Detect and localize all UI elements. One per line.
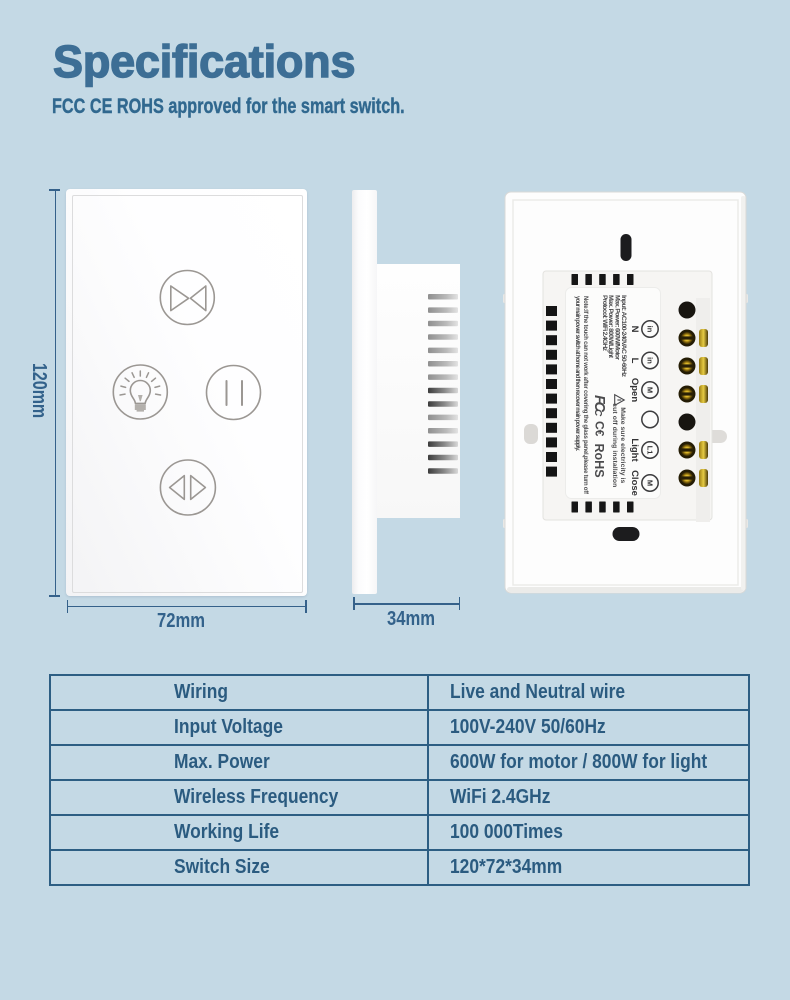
svg-text:Note:If the touch can not work: Note:If the touch can not work after cov… <box>582 296 588 495</box>
svg-text:Make sure electricity is: Make sure electricity is <box>619 407 626 483</box>
svg-text:in: in <box>645 357 654 364</box>
svg-text:Max. Power: 800W/Light: Max. Power: 800W/Light <box>607 295 614 359</box>
svg-text:Protocol: WiFi 2.4GHz: Protocol: WiFi 2.4GHz <box>601 295 608 352</box>
svg-text:Close: Close <box>629 470 640 496</box>
svg-text:C€: C€ <box>593 421 607 437</box>
svg-text:L1: L1 <box>645 446 654 455</box>
svg-text:in: in <box>645 326 654 333</box>
svg-text:M: M <box>645 480 654 486</box>
svg-text:FCC: FCC <box>591 395 607 417</box>
svg-text:N: N <box>629 326 640 333</box>
svg-text:RoHS: RoHS <box>592 444 606 478</box>
svg-text:Light: Light <box>629 438 640 462</box>
svg-text:L: L <box>629 358 640 364</box>
svg-text:cut off during installation: cut off during installation <box>611 403 618 487</box>
svg-text:M: M <box>645 387 654 393</box>
svg-text:Max. Power: 600W/Motor: Max. Power: 600W/Motor <box>614 295 621 360</box>
svg-text:Input: AC100-240VAC 50-60Hz: Input: AC100-240VAC 50-60Hz <box>620 295 627 378</box>
svg-text:your main power switch at home: your main power switch at home and then … <box>574 296 580 451</box>
svg-text:Open: Open <box>629 378 640 402</box>
